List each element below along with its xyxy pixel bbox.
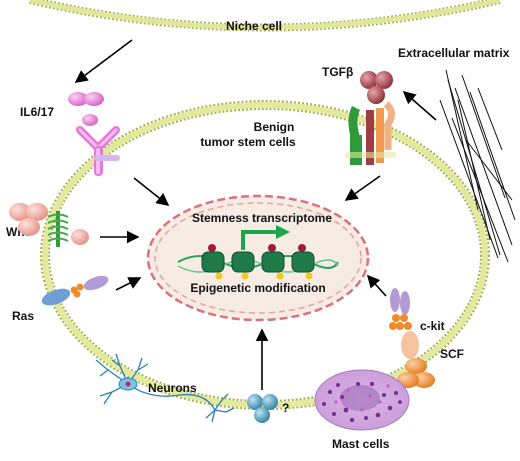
extracellular-matrix-label: Extracellular matrix [398, 46, 510, 60]
il6-17-receptor [76, 126, 120, 176]
arrow-il6-to-nucleus [133, 177, 170, 206]
neuron-soma [118, 377, 138, 391]
stemness-label: Stemness transcriptome [192, 211, 332, 225]
wnt-receptor [47, 211, 89, 247]
transcription-arrow [241, 225, 290, 250]
scf-label: SCF [440, 347, 464, 361]
il6-17-ligand [68, 92, 104, 126]
benign-label-line2: tumor stem cells [200, 135, 296, 149]
mast-cell [314, 369, 410, 431]
ckit-receptor [389, 288, 419, 359]
neuron [95, 353, 235, 423]
scf-ligand [397, 358, 435, 388]
wnt-ligand [9, 203, 48, 236]
unknown-factor-label: ? [282, 401, 289, 415]
extracellular-matrix-fibres [439, 69, 516, 263]
ckit-label: c-kit [420, 319, 445, 333]
nucleosome [231, 251, 255, 280]
tgfb-label: TGFβ [322, 65, 353, 79]
ras-protein [41, 275, 109, 306]
arrow-tgfb-to-nucleus [344, 175, 381, 201]
mast-cells-label: Mast cells [332, 437, 390, 451]
neurons-label: Neurons [148, 381, 197, 395]
arrow-ecm-to-tgfb [402, 90, 437, 121]
arrow-ckit-to-nucleus [366, 274, 387, 297]
arrow-ras-to-nucleus [115, 277, 142, 291]
arrow-niche-to-il6 [74, 39, 133, 83]
benign-label-line1: Benign [254, 120, 295, 134]
il6-17-label: IL6/17 [20, 105, 54, 119]
tgfb-receptor [346, 101, 396, 165]
nucleosome [291, 244, 315, 280]
nucleosome [201, 244, 225, 280]
niche-cell-label: Niche cell [226, 19, 282, 33]
nucleosome [261, 244, 285, 280]
epigenetic-label: Epigenetic modification [190, 281, 325, 295]
nucleus [146, 194, 370, 322]
ras-label: Ras [12, 309, 34, 323]
tgfb-ligand [360, 71, 393, 104]
niche-cell-membrane [29, 0, 501, 32]
unknown-factor [247, 394, 278, 423]
